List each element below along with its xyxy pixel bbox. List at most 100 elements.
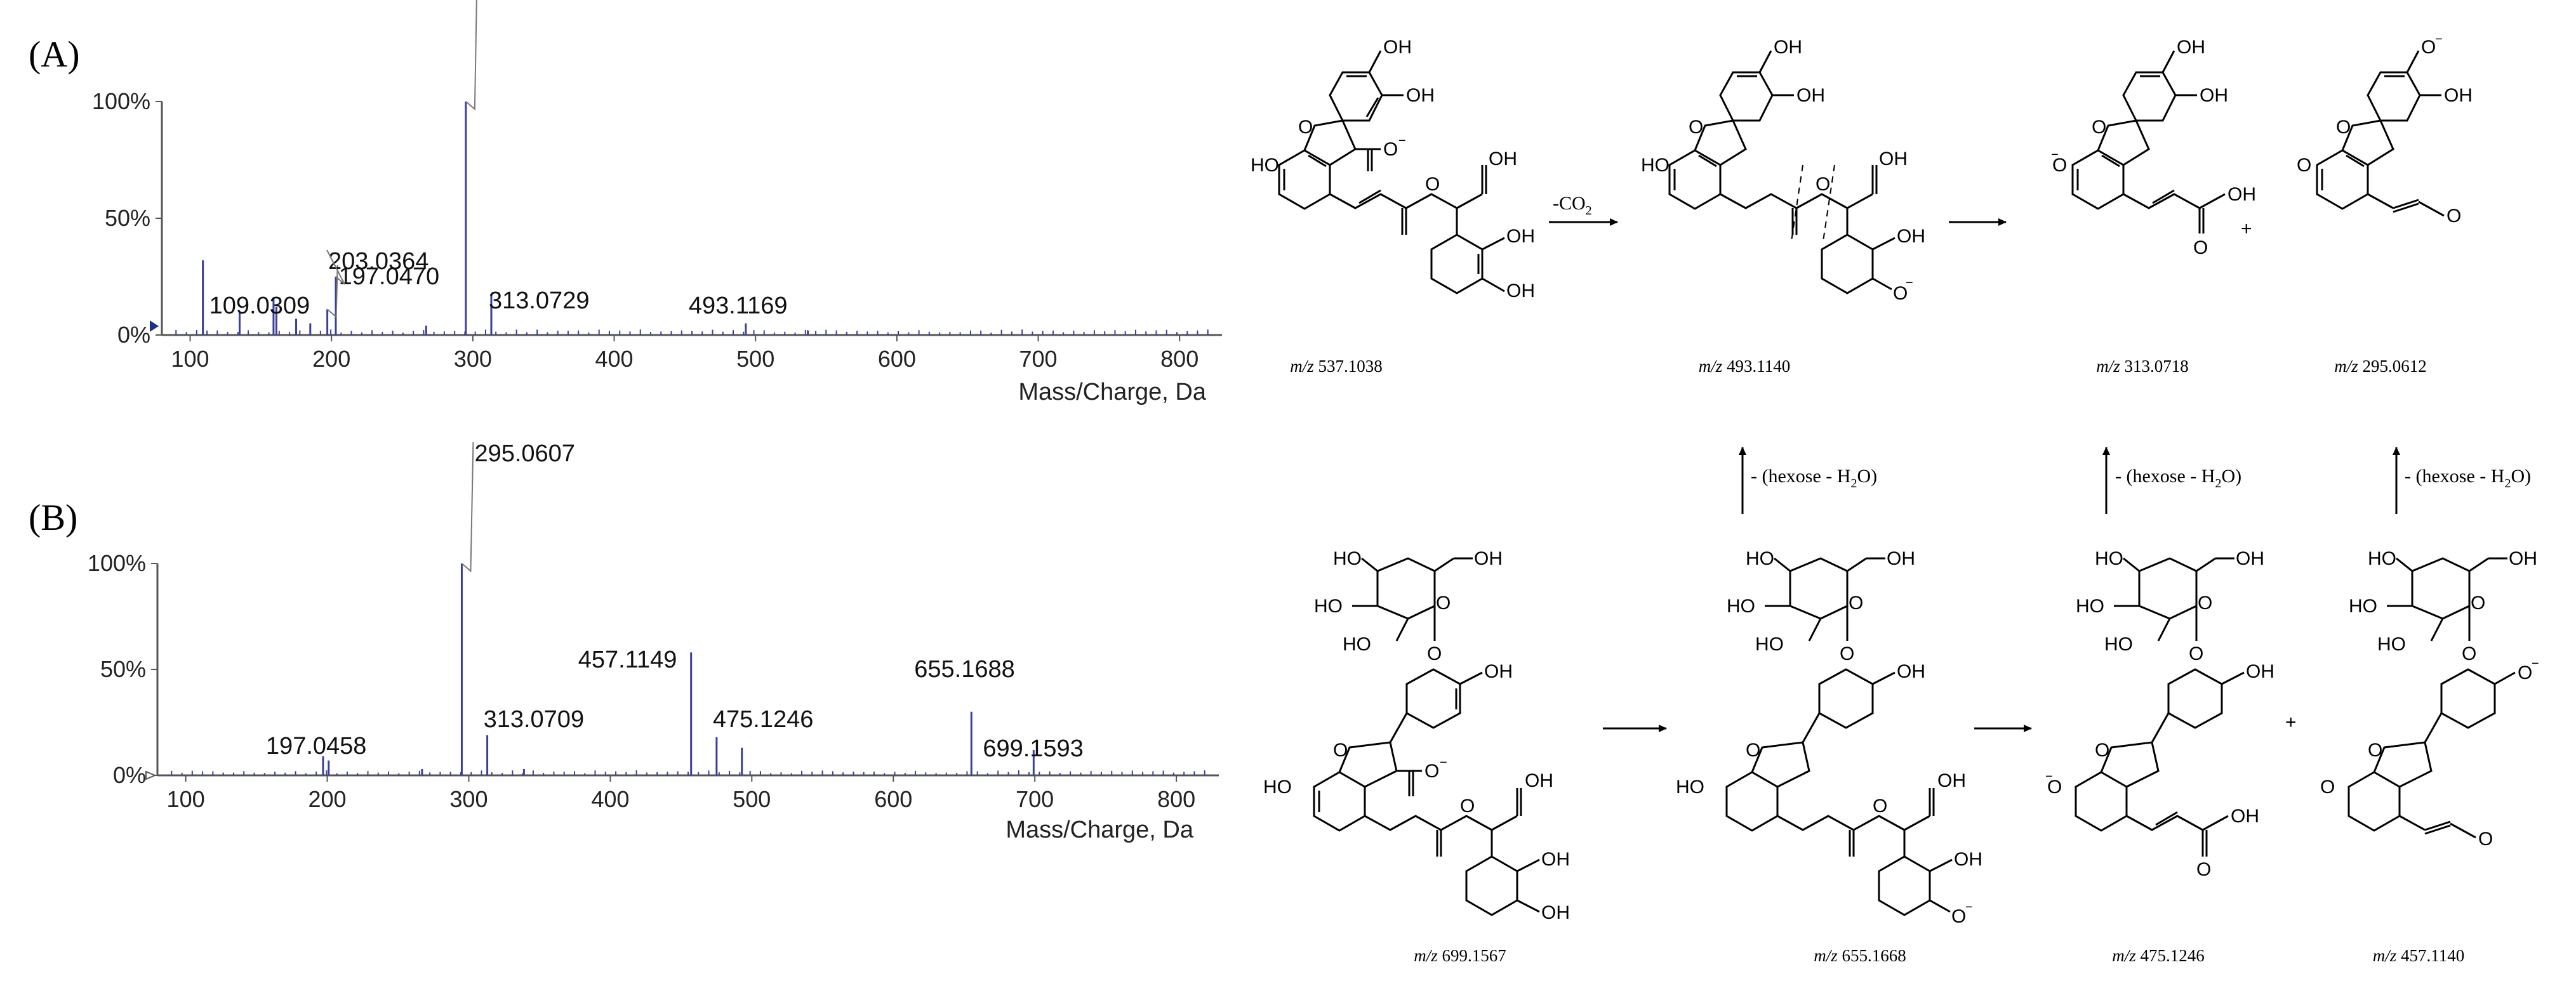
- charge-minus: −: [1965, 900, 1973, 914]
- mz-caption-457: m/z 457.1140: [2373, 946, 2465, 965]
- y-tick-label: 50%: [100, 656, 146, 682]
- atom-oh: OH: [2509, 548, 2537, 569]
- atom-oh: OH: [1897, 661, 1925, 682]
- x-tick-label: 100: [167, 786, 205, 812]
- atom-oh: OH: [2231, 806, 2259, 827]
- atom-o: O: [2193, 237, 2208, 258]
- atom-o: O: [1298, 117, 1313, 138]
- x-tick-label: 800: [1157, 786, 1195, 812]
- structure-mz-655: O OH HO HO HO O OH O HO O OH: [1676, 548, 1982, 927]
- atom-oh: OH: [1489, 148, 1517, 169]
- atom-ho: HO: [2095, 548, 2123, 569]
- atom-ho: HO: [1641, 155, 1670, 176]
- mz-caption-493: m/z 493.1140: [1699, 357, 1791, 376]
- atom-o: O: [1893, 283, 1908, 304]
- peak-label: 699.1593: [983, 735, 1084, 762]
- atom-o: O: [1840, 643, 1854, 664]
- atom-o: O: [1816, 174, 1830, 195]
- atom-oh: OH: [2444, 85, 2473, 106]
- mz-caption-295: m/z 295.0612: [2334, 357, 2427, 376]
- label-leader: [461, 442, 474, 573]
- atom-oh: OH: [1406, 85, 1435, 106]
- structure-mz-699: O OH HO HO HO O OH O HO O −: [1263, 548, 1570, 923]
- x-tick-label: 300: [449, 786, 488, 812]
- atom-oh: OH: [1484, 661, 1513, 682]
- atom-o: O: [2052, 155, 2067, 176]
- precursor-marker-icon: [145, 770, 157, 780]
- peak-label: 475.1246: [713, 706, 814, 733]
- atom-o: O: [2478, 829, 2493, 850]
- structure-mz-313: OH OH O O − O OH: [2051, 37, 2256, 258]
- atom-oh: OH: [1541, 902, 1570, 923]
- atom-oh: OH: [1887, 548, 1915, 569]
- label-hexose-loss-313: - (hexose - H2O): [2115, 466, 2241, 490]
- atom-o: O: [1333, 740, 1348, 761]
- atom-o: O: [1460, 796, 1475, 817]
- atom-oh: OH: [1506, 280, 1535, 301]
- label-leader: [465, 0, 477, 111]
- atom-oh: OH: [1541, 849, 1570, 870]
- atom-ho: HO: [2076, 596, 2104, 617]
- x-tick-label: 400: [595, 346, 633, 372]
- structure-mz-457: O OH HO HO HO O O − O O O: [2320, 548, 2539, 850]
- x-tick-label: 800: [1160, 346, 1198, 372]
- atom-o: O: [1425, 174, 1440, 195]
- atom-o: O: [1873, 796, 1887, 817]
- y-tick-label: 0%: [117, 322, 150, 348]
- charge-minus: −: [1906, 276, 1913, 290]
- x-tick-label: 400: [591, 786, 629, 812]
- label-leader: [326, 249, 345, 285]
- atom-ho: HO: [2349, 596, 2377, 617]
- atom-ho: HO: [1251, 155, 1279, 176]
- atom-oh: OH: [2246, 661, 2274, 682]
- x-tick-label: 200: [312, 346, 350, 372]
- peak-label: 313.0709: [484, 706, 585, 733]
- panel-label-b: (B): [29, 497, 77, 538]
- atom-oh: OH: [1796, 85, 1825, 106]
- peak-label: 313.0729: [489, 287, 590, 314]
- charge-minus: −: [2435, 32, 2443, 46]
- structure-mz-493: OH OH O HO O OH OH O −: [1641, 37, 1925, 304]
- mz-caption-655: m/z 655.1668: [1814, 946, 1906, 965]
- x-tick-label: 700: [1016, 786, 1054, 812]
- atom-oh: OH: [2177, 37, 2205, 58]
- mz-caption-313: m/z 313.0718: [2096, 357, 2189, 376]
- mz-caption-475: m/z 475.1246: [2112, 946, 2205, 965]
- atom-ho: HO: [1263, 777, 1292, 798]
- atom-o: O: [1746, 740, 1760, 761]
- x-axis-title: Mass/Charge, Da: [1018, 379, 1207, 405]
- mz-caption-699: m/z 699.1567: [1414, 946, 1506, 965]
- peak-label: 109.0309: [209, 293, 310, 319]
- atom-o: O: [2336, 117, 2351, 138]
- atom-o: O: [2368, 740, 2382, 761]
- atom-ho: HO: [1727, 596, 1755, 617]
- atom-o: O: [2462, 643, 2476, 664]
- fragmentation-scheme: OH OH O O − HO O OH: [1251, 32, 2539, 965]
- atom-o: O: [1427, 643, 1442, 664]
- atom-o: O: [1849, 593, 1863, 614]
- mz-caption-537: m/z 537.1038: [1290, 357, 1383, 376]
- atom-ho: HO: [1333, 548, 1362, 569]
- atom-o: O: [1383, 139, 1398, 160]
- charge-minus: −: [2045, 770, 2053, 784]
- atom-ho: HO: [2377, 634, 2406, 655]
- atom-o: O: [2320, 777, 2335, 798]
- atom-ho: HO: [1314, 596, 1343, 617]
- x-tick-label: 200: [308, 786, 346, 812]
- atom-ho: HO: [1746, 548, 1774, 569]
- atom-oh: OH: [2227, 184, 2256, 205]
- atom-o: O: [1689, 117, 1703, 138]
- label-leader: [326, 265, 338, 319]
- y-tick-label: 0%: [113, 762, 146, 788]
- atom-o: O: [1951, 906, 1966, 927]
- peak-label: 295.0607: [474, 440, 575, 467]
- atom-o: O: [2196, 859, 2211, 880]
- x-tick-label: 700: [1019, 346, 1057, 372]
- atom-o: O: [2092, 117, 2106, 138]
- y-tick-label: 50%: [105, 205, 150, 231]
- atom-oh: OH: [1937, 770, 1966, 791]
- peak-label: 203.0364: [328, 248, 429, 275]
- panel-label-a: (A): [29, 34, 80, 75]
